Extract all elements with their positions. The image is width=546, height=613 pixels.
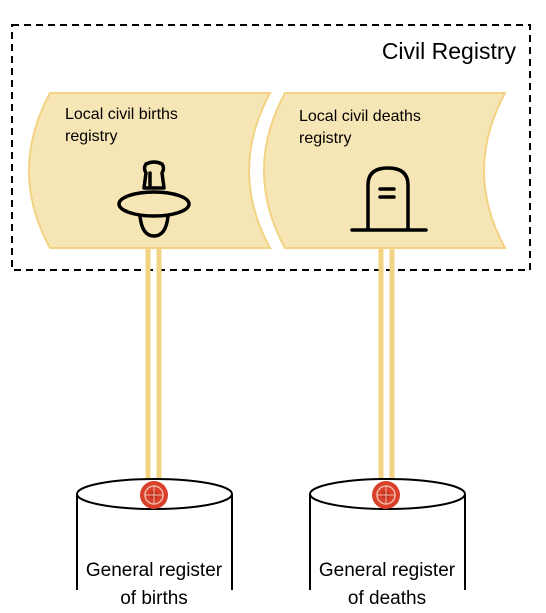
deaths-registry-label-line1: Local civil deaths [299, 108, 421, 125]
group-title: Civil Registry [381, 38, 516, 64]
births-database-label-line2: of births [120, 588, 188, 609]
deaths-registry-label: Local civil deaths registry [299, 106, 421, 150]
pacifier-icon [117, 160, 191, 238]
connector-deaths [378, 248, 395, 485]
deaths-database-label: General register of deaths [307, 557, 467, 613]
connector-births [145, 248, 162, 485]
births-database-label: General register of births [74, 557, 234, 613]
seal-icon [372, 481, 400, 509]
births-registry-label-line1: Local civil births [65, 106, 178, 123]
gravestone-icon [350, 166, 428, 232]
seal-icon [140, 481, 168, 509]
deaths-database-label-line1: General register [318, 560, 456, 581]
births-database-label-line1: General register [85, 560, 223, 581]
deaths-registry-label-line2: registry [299, 130, 352, 147]
births-registry-label-line2: registry [65, 128, 118, 145]
deaths-database-label-line2: of deaths [347, 588, 427, 609]
diagram-canvas [11, 24, 531, 590]
deaths-registry-shape[interactable] [263, 92, 507, 249]
civil-registry-group [11, 24, 531, 271]
births-registry-label: Local civil births registry [65, 104, 178, 148]
births-registry-shape[interactable] [28, 92, 272, 249]
